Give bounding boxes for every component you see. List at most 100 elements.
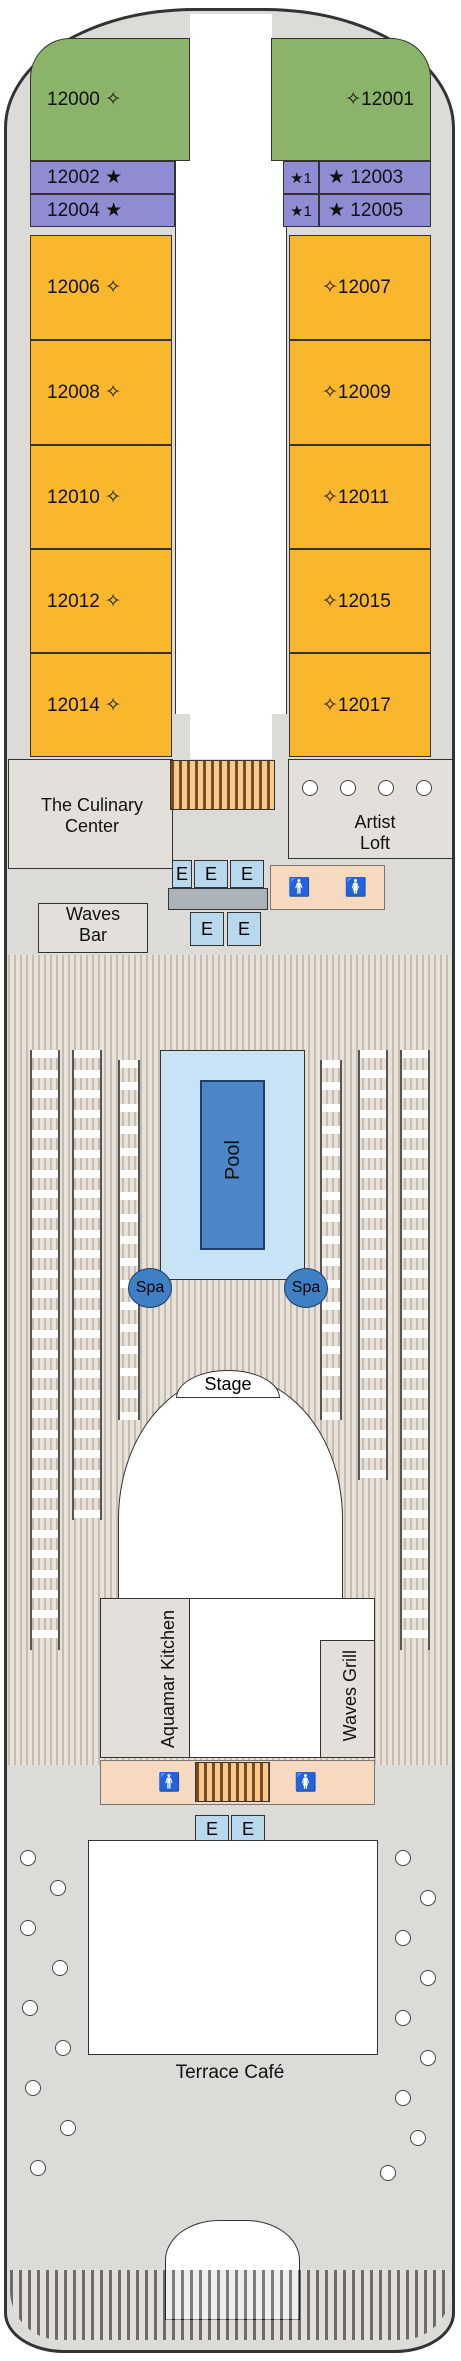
table	[395, 1930, 411, 1946]
restroom-forward: 🚹🚺	[270, 865, 385, 910]
artist-loft-room	[288, 759, 453, 859]
corridor-recess-left	[175, 114, 190, 714]
table	[420, 1970, 436, 1986]
elevator-label: E	[237, 918, 250, 939]
corridor	[190, 14, 272, 759]
aquamar-kitchen[interactable]	[100, 1598, 190, 1758]
elevator[interactable]: E	[194, 860, 228, 888]
terrace-cafe-label: Terrace Café	[175, 2062, 285, 2083]
stage-label: Stage	[204, 1373, 252, 1394]
cabin-12010[interactable]: 12010 ✧	[30, 445, 172, 549]
cabin-12001[interactable]: ✧12001	[271, 38, 431, 161]
spa-label: Spa	[291, 1279, 321, 1296]
table	[30, 2160, 46, 2176]
cabin-number: 12000 ✧	[47, 89, 122, 110]
cabin-number: ★1	[290, 202, 312, 220]
aquamar-kitchen-label: Aquamar Kitchen	[158, 1610, 178, 1749]
table	[380, 2165, 396, 2181]
table	[416, 780, 432, 796]
table	[20, 1920, 36, 1936]
forward-cabin-section	[10, 14, 451, 759]
cabin-number: ✧12011	[322, 486, 390, 508]
table	[50, 1880, 66, 1896]
elevator-label: E	[241, 1818, 254, 1839]
lounger-row-left-2	[72, 1050, 102, 1520]
cabin-number: ✧12017	[322, 694, 391, 716]
stage[interactable]: Stage	[176, 1370, 280, 1398]
aft-stairwell	[195, 1762, 270, 1802]
table	[22, 2000, 38, 2016]
cabin-number: ✧12007	[322, 277, 391, 298]
cabin-12005[interactable]: ★ 12005	[319, 194, 431, 227]
cabin-12014[interactable]: 12014 ✧	[30, 653, 172, 757]
lounger-row-right	[400, 1050, 430, 1650]
cabin-12011[interactable]: ✧12011	[289, 445, 431, 549]
cabin-number: ★ 12005	[328, 200, 404, 221]
cabin-12007[interactable]: ✧12007	[289, 235, 431, 340]
cabin-12012[interactable]: 12012 ✧	[30, 549, 172, 653]
table	[395, 2090, 411, 2106]
elevator-label: E	[205, 1818, 218, 1839]
table	[340, 780, 356, 796]
cabin-12008[interactable]: 12008 ✧	[30, 340, 172, 445]
culinary-center-label: The Culinary Center	[40, 795, 144, 836]
cabin-12000[interactable]: 12000 ✧	[30, 38, 190, 161]
lounger-row-mid-left	[118, 1060, 140, 1420]
cabin-number: 12008 ✧	[47, 382, 122, 403]
elevator-label: E	[175, 863, 188, 884]
elevator[interactable]: E	[195, 1815, 229, 1843]
elevator[interactable]: E	[230, 860, 264, 888]
pool[interactable]	[200, 1080, 265, 1250]
table	[302, 780, 318, 796]
cabin-12006[interactable]: 12006 ✧	[30, 235, 172, 340]
lounger-row-right-2	[358, 1050, 388, 1480]
terrace-cafe[interactable]	[88, 1840, 378, 2055]
corridor-recess-right	[272, 114, 287, 714]
table	[60, 2120, 76, 2136]
elevator-label: E	[240, 863, 253, 884]
spa-left[interactable]: Spa	[128, 1268, 172, 1308]
cabin-12009[interactable]: ✧12009	[289, 340, 431, 445]
women-restroom-icon: 🚺	[294, 1772, 317, 1792]
cabin-12015[interactable]: ✧12015	[289, 549, 431, 653]
table	[395, 2010, 411, 2026]
table	[420, 1890, 436, 1906]
waves-grill-label: Waves Grill	[340, 1650, 360, 1742]
cabin-12003[interactable]: ★ 12003	[319, 161, 431, 194]
men-restroom-icon: 🚹	[158, 1772, 181, 1792]
cabin-number: ★1	[290, 169, 312, 187]
spa-right[interactable]: Spa	[284, 1268, 328, 1308]
cabin-number: 12012 ✧	[47, 590, 122, 612]
elevator[interactable]: E	[172, 860, 192, 888]
cabin-number: 12002 ★	[47, 167, 123, 188]
pool-label: Pool	[222, 1140, 244, 1181]
table	[20, 1850, 36, 1866]
elevator-label: E	[204, 863, 217, 884]
cabin-number: ★ 12003	[328, 167, 404, 188]
spa-label: Spa	[135, 1279, 165, 1296]
stern-edge	[10, 2270, 451, 2340]
table	[55, 2040, 71, 2056]
service-area	[168, 888, 268, 910]
cabin-12002[interactable]: 12002 ★	[30, 161, 175, 194]
table	[378, 780, 394, 796]
table	[52, 1960, 68, 1976]
cabin-number: ✧12015	[322, 590, 391, 612]
waves-grill[interactable]	[320, 1640, 375, 1758]
cabin-number: ✧12001	[345, 89, 414, 110]
cabin-number: 12010 ✧	[47, 486, 122, 508]
table	[25, 2080, 41, 2096]
lounger-row-left	[30, 1050, 60, 1650]
waves-bar-room	[38, 903, 148, 953]
men-restroom-icon: 🚹	[288, 877, 311, 897]
elevator[interactable]: E	[190, 912, 224, 946]
cabin-star-1b[interactable]: ★1	[283, 194, 319, 227]
cabin-number: 12004 ★	[47, 200, 123, 221]
cabin-star-1[interactable]: ★1	[283, 161, 319, 194]
elevator[interactable]: E	[231, 1815, 265, 1843]
culinary-center-room	[8, 759, 173, 869]
cabin-12004[interactable]: 12004 ★	[30, 194, 175, 227]
cabin-number: 12014 ✧	[47, 694, 122, 716]
cabin-12017[interactable]: ✧12017	[289, 653, 431, 757]
elevator[interactable]: E	[227, 912, 261, 946]
